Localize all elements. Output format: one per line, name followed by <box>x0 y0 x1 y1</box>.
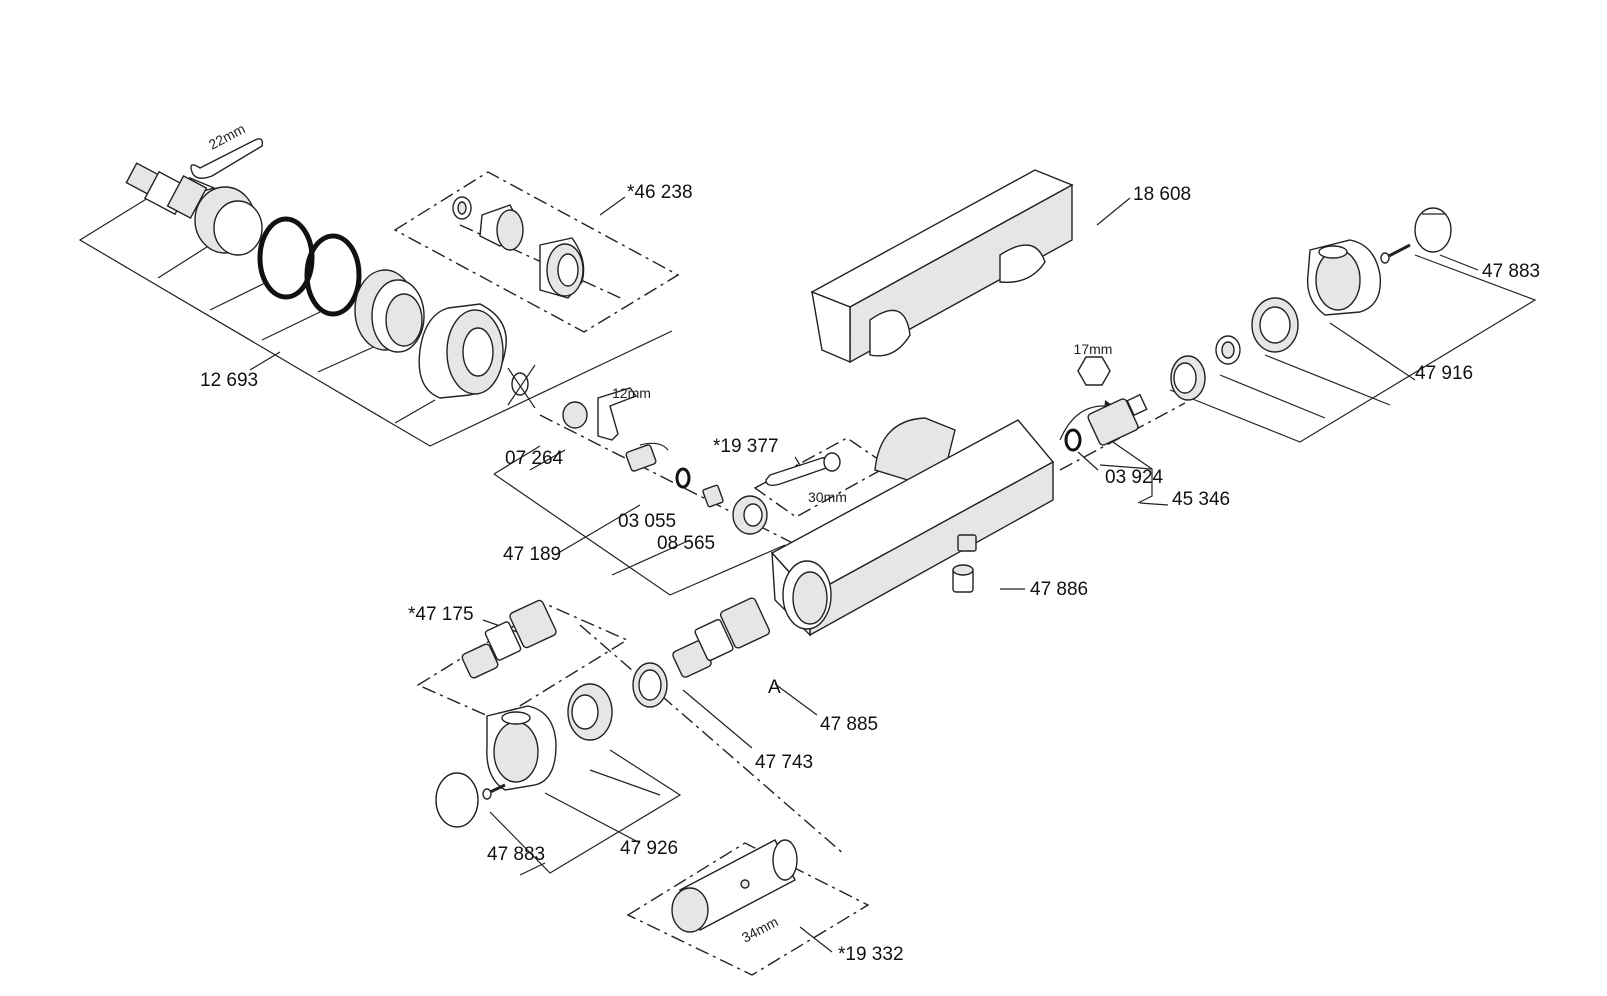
label-46238: *46 238 <box>627 182 693 203</box>
cartridge-47885-icon <box>672 597 771 678</box>
cap-47883-top-icon <box>1414 207 1452 253</box>
threaded-nut-icon <box>354 269 425 353</box>
socket-wrench-34mm-icon <box>671 839 798 933</box>
label-47883-top: 47 883 <box>1482 261 1540 282</box>
strainer-washer-icon <box>562 401 588 429</box>
spline-adapter-icon <box>1251 297 1299 353</box>
thermostat-body <box>770 417 1055 637</box>
label-47886: 47 886 <box>1030 579 1088 600</box>
o-ring-1-icon <box>257 216 315 300</box>
label-47885: 47 885 <box>820 714 878 735</box>
tool-34mm: 34mm <box>739 913 781 945</box>
escutcheon-icon <box>194 186 263 256</box>
right-side-assembly <box>1059 207 1452 452</box>
cover-plate-18608 <box>810 169 1074 364</box>
label-03924: 03 924 <box>1105 467 1164 488</box>
screw-lower-icon <box>482 783 506 800</box>
tool-12mm: 12mm <box>612 385 651 401</box>
handle-47926-icon <box>486 705 557 791</box>
kit-46238-parts <box>452 196 585 299</box>
label-47916: 47 916 <box>1415 363 1473 384</box>
adapter-icon <box>1215 335 1241 365</box>
label-47743: 47 743 <box>755 752 813 773</box>
nipple-connector-icon <box>125 162 208 220</box>
tool-17mm: 17mm <box>1074 341 1113 357</box>
label-19332: *19 332 <box>838 944 904 965</box>
stop-ring-icon <box>1170 355 1206 401</box>
ring-47743-icon <box>632 662 668 708</box>
part-number-labels: 12 693 *46 238 18 608 47 883 47 916 07 2… <box>200 182 1540 965</box>
label-47883-lower: 47 883 <box>487 844 545 865</box>
union-nut-icon <box>732 495 768 535</box>
hex-key-12mm-icon <box>597 387 638 441</box>
cover-sleeve-icon <box>418 303 507 399</box>
o-ring-2-icon <box>304 233 362 317</box>
handle-47916-icon <box>1306 239 1382 316</box>
screw-icon <box>1380 243 1411 264</box>
crossed-washer-icon <box>507 364 536 409</box>
label-07264: 07 264 <box>505 448 564 469</box>
lower-left-assembly <box>435 597 771 828</box>
label-47175: *47 175 <box>408 604 474 625</box>
label-03055: 03 055 <box>618 511 676 532</box>
o-ring-03924-icon <box>1064 428 1082 452</box>
cartridge-47175-icon <box>461 599 557 679</box>
label-47926: 47 926 <box>620 838 678 859</box>
connection-assembly <box>125 138 768 535</box>
small-o-ring-icon <box>675 467 691 489</box>
adapter-lower-icon <box>567 683 613 741</box>
label-47189: 47 189 <box>503 544 561 565</box>
label-18608: 18 608 <box>1133 184 1191 205</box>
leader-lines <box>78 196 1537 953</box>
tool-30mm: 30mm <box>808 489 847 505</box>
label-19377: *19 377 <box>713 436 779 457</box>
headpart-45346-icon <box>1087 393 1148 446</box>
label-12693: 12 693 <box>200 370 258 391</box>
wrench-30mm-icon <box>765 452 841 487</box>
hex-17mm-icon <box>1077 356 1111 386</box>
outlet-nipple-47886-icon <box>952 564 974 593</box>
cap-47883-lower-icon <box>435 772 479 828</box>
filter-cartridge-icon <box>702 484 724 508</box>
label-45346: 45 346 <box>1172 489 1230 510</box>
marker-a: A <box>768 677 781 698</box>
check-valve-icon <box>625 442 669 472</box>
label-08565: 08 565 <box>657 533 715 554</box>
